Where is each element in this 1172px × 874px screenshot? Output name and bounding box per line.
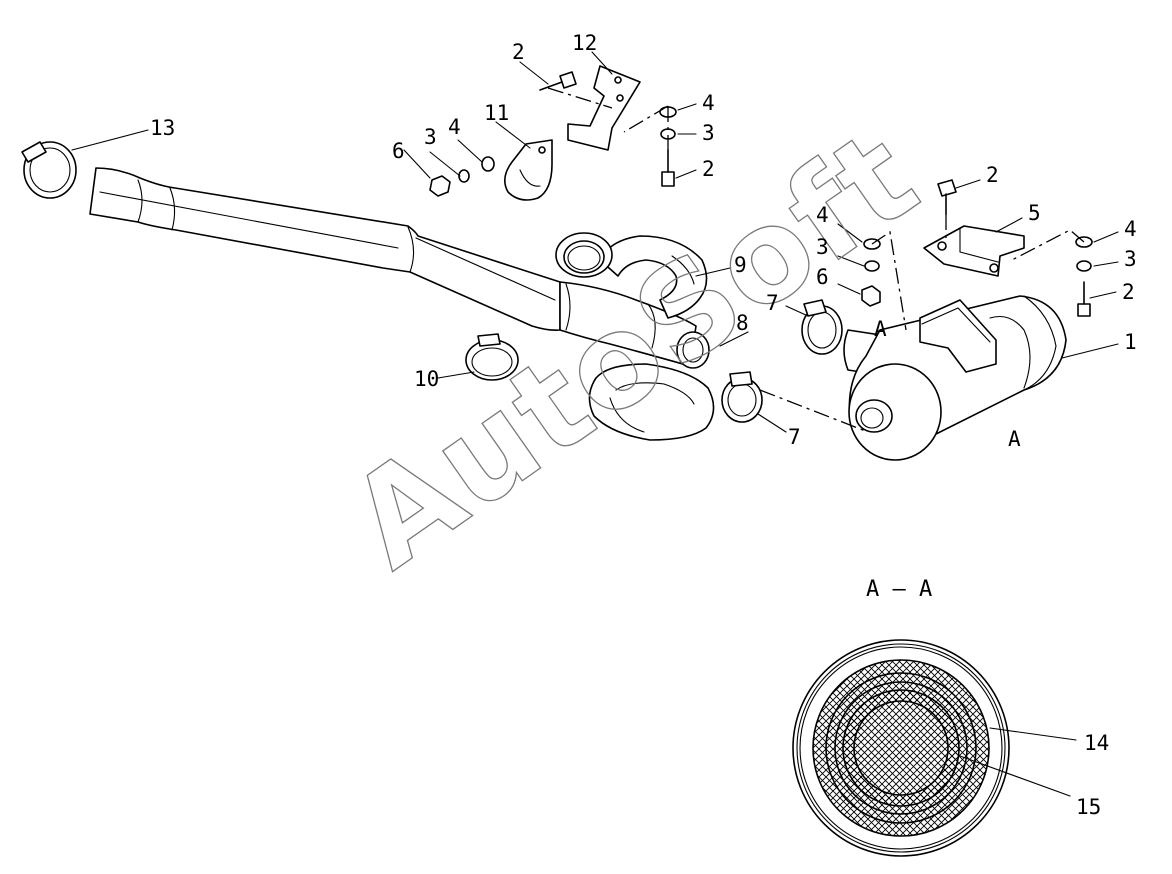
callout-6: 6 [392,139,405,163]
callout-3: 3 [424,125,437,149]
callout-6: 6 [816,265,829,289]
callout-7: 7 [766,291,779,315]
section-mark-a-bottom: A [1008,427,1021,451]
callout-4: 4 [1124,217,1137,241]
callout-5: 5 [1028,201,1041,225]
bolt [661,149,675,187]
section-mark-a-top: A [874,317,887,341]
callout-2: 2 [1122,280,1135,304]
curved-hose [555,232,715,441]
callout-3: 3 [702,121,715,145]
bolt [1077,281,1091,317]
nut [429,175,881,307]
intake-pipe [89,167,561,331]
section-title: A – A [866,577,932,602]
hose-clamp [465,333,519,381]
section-view [792,639,1010,857]
callout-14: 14 [1084,731,1109,755]
air-filter [843,295,1067,461]
hose-clamp [801,299,843,355]
callout-7: 7 [788,425,801,449]
callout-3: 3 [816,235,829,259]
callout-10: 10 [414,367,439,391]
upper-bracket [567,65,641,151]
callout-4: 4 [448,115,461,139]
callout-13: 13 [150,116,175,140]
callout-4: 4 [702,91,715,115]
hose-clamp [721,371,763,423]
callout-15: 15 [1076,795,1101,819]
pipe-clamp-bracket [504,139,553,201]
callout-2: 2 [986,163,999,187]
hose-clamp [21,141,77,199]
bolt [937,179,957,215]
callout-11: 11 [484,101,509,125]
washer [458,106,1093,272]
callout-9: 9 [734,253,747,277]
callout-2: 2 [512,40,525,64]
callout-12: 12 [572,31,597,55]
bracket [923,225,1025,277]
callout-1: 1 [1124,330,1137,354]
callout-4: 4 [816,203,829,227]
bolt [539,71,577,91]
callout-2: 2 [702,157,715,181]
callout-8: 8 [736,311,749,335]
callout-3: 3 [1124,247,1137,271]
